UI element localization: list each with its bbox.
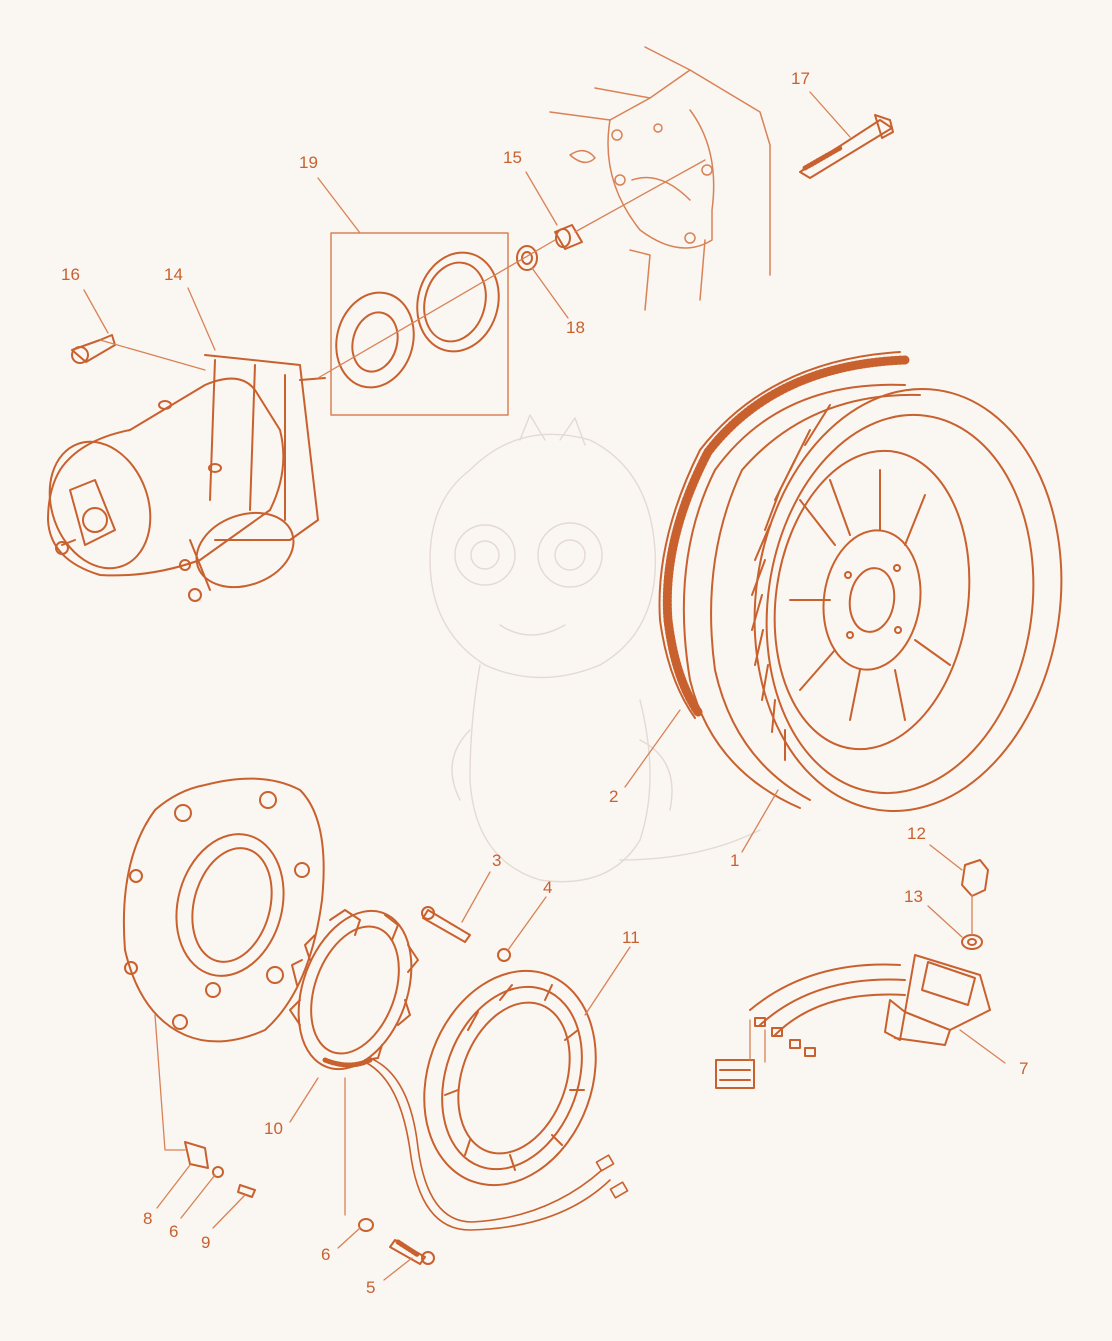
bushing-part-15 (554, 224, 583, 250)
callout-1: 1 (730, 851, 739, 870)
leader-lines (83, 91, 1006, 1281)
bolt-part-12 (961, 859, 989, 897)
callout-18: 18 (566, 318, 585, 337)
stator-part-10 (289, 909, 419, 1071)
callout-6-upper: 6 (169, 1222, 178, 1241)
nut-part-4 (497, 948, 511, 962)
rotor-ring-part-11 (423, 969, 597, 1187)
starter-motor-part-14 (47, 354, 326, 602)
clip-part-8 (184, 1141, 209, 1169)
callout-17: 17 (791, 69, 810, 88)
callout-12: 12 (907, 824, 926, 843)
callout-14: 14 (164, 265, 183, 284)
callout-13: 13 (904, 887, 923, 906)
callout-10: 10 (264, 1119, 283, 1138)
callout-6-lower: 6 (321, 1245, 330, 1264)
callout-2: 2 (609, 787, 618, 806)
washer-part-6-lower (358, 1218, 374, 1232)
washer-part-18 (516, 245, 538, 271)
callout-7: 7 (1019, 1059, 1028, 1078)
screw-part-9 (237, 1184, 256, 1198)
washer-part-6-upper (212, 1166, 224, 1178)
callout-15: 15 (503, 148, 522, 167)
callout-4: 4 (543, 878, 552, 897)
seal-kit-part-19 (330, 232, 509, 416)
callout-9: 9 (201, 1233, 210, 1252)
engine-housing (549, 46, 771, 311)
callout-16: 16 (61, 265, 80, 284)
bolt-part-17 (799, 114, 894, 179)
flywheel-part-1 (682, 383, 1063, 812)
backing-plate (122, 777, 325, 1043)
callout-11: 11 (622, 928, 640, 947)
washer-part-13 (961, 934, 983, 950)
callout-19: 19 (299, 153, 318, 172)
callout-5: 5 (366, 1278, 375, 1297)
callout-8: 8 (143, 1209, 152, 1228)
screw-part-3 (421, 906, 471, 943)
bolt-part-16 (71, 334, 116, 364)
callout-3: 3 (492, 851, 501, 870)
regulator-part-7 (715, 954, 991, 1089)
screw-part-5 (389, 1239, 435, 1265)
ring-gear-part-2 (658, 351, 910, 719)
watermark-dragon (429, 414, 761, 883)
stator-wire-harness (364, 1057, 629, 1231)
callout-labels: 1 2 3 4 5 6 6 7 8 9 10 11 12 13 14 15 16… (61, 69, 1028, 1297)
assembly-lines (99, 159, 973, 1216)
